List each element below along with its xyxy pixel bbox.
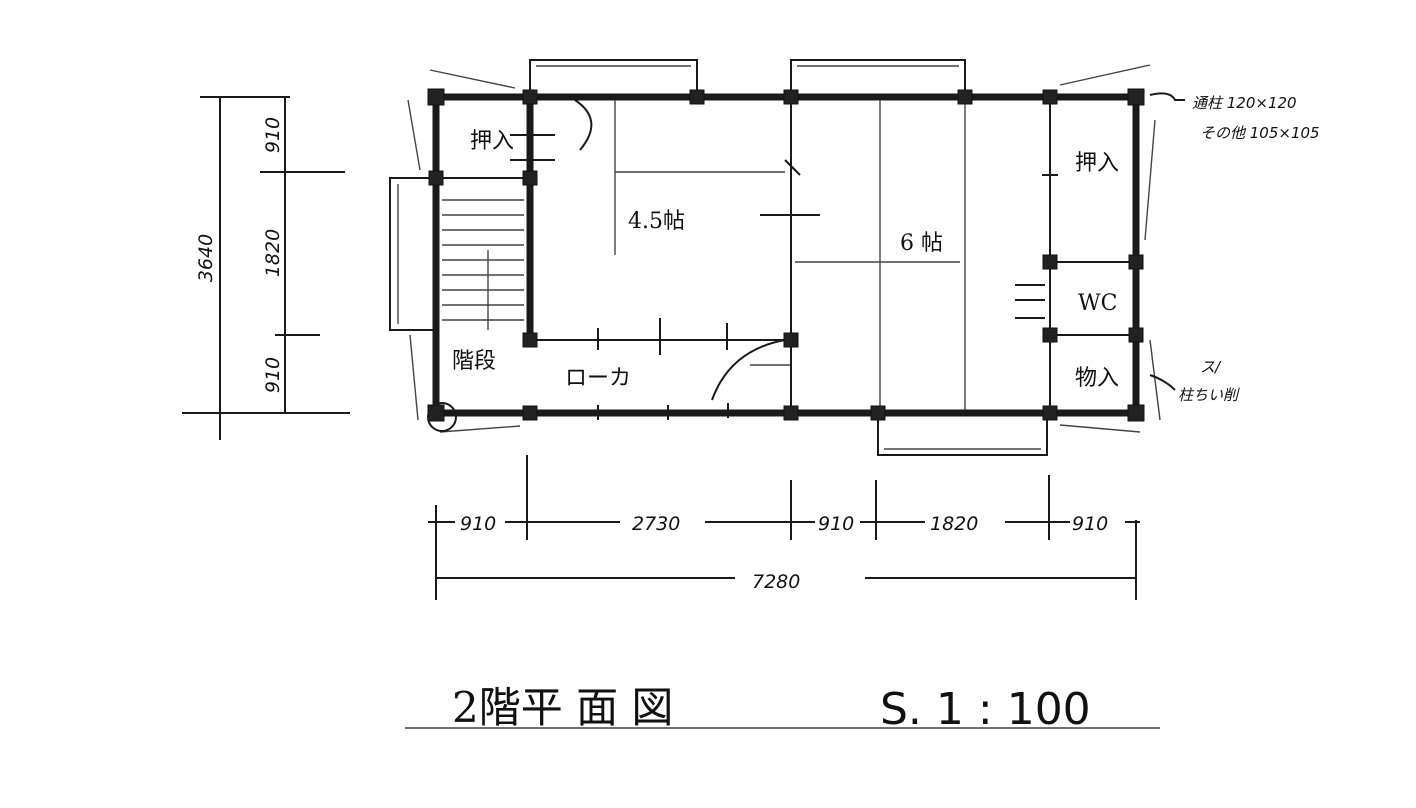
dim-vertical-2: 910 xyxy=(262,357,284,393)
stair-treads xyxy=(442,199,524,330)
dim-vertical-total: 3640 xyxy=(195,234,217,282)
horizontal-dimension-lines xyxy=(428,455,1140,600)
note-column-size-2: その他 105×105 xyxy=(1200,124,1320,142)
dim-horizontal-0: 910 xyxy=(460,513,496,535)
vertical-dimension-lines xyxy=(182,96,350,440)
dim-horizontal-3: 1820 xyxy=(930,513,978,535)
outer-walls xyxy=(389,59,1140,456)
note-detail-2: 柱ちい削 xyxy=(1178,386,1240,404)
drawing-scale: S. 1 : 100 xyxy=(880,684,1091,735)
dim-horizontal-4: 910 xyxy=(1072,513,1108,535)
dim-vertical-1: 1820 xyxy=(262,229,284,277)
room-corridor: ローカ xyxy=(565,366,631,391)
room-toilet: WC xyxy=(1078,291,1117,316)
dim-vertical-0: 910 xyxy=(262,117,284,153)
room-stairs: 階段 xyxy=(452,349,496,374)
eave-lines xyxy=(407,64,1161,433)
note-detail-1: ス/ xyxy=(1200,358,1222,376)
note-column-size-1: 通柱 120×120 xyxy=(1192,94,1297,112)
room-tatami-left: 4.5帖 xyxy=(628,209,685,234)
door-swings xyxy=(574,99,1045,401)
room-storage: 物入 xyxy=(1075,366,1119,391)
wall-ticks xyxy=(510,134,1058,420)
drawing-title: 2階平 面 図 xyxy=(452,683,673,732)
room-tatami-main: 6 帖 xyxy=(900,231,943,256)
room-closet-left: 押入 xyxy=(470,129,514,154)
room-closet-right: 押入 xyxy=(1075,151,1119,176)
interior-walls xyxy=(436,97,1136,413)
dim-horizontal-2: 910 xyxy=(818,513,854,535)
dim-horizontal-1: 2730 xyxy=(632,513,680,535)
dim-total: 7280 xyxy=(752,571,800,593)
columns xyxy=(427,88,1145,432)
